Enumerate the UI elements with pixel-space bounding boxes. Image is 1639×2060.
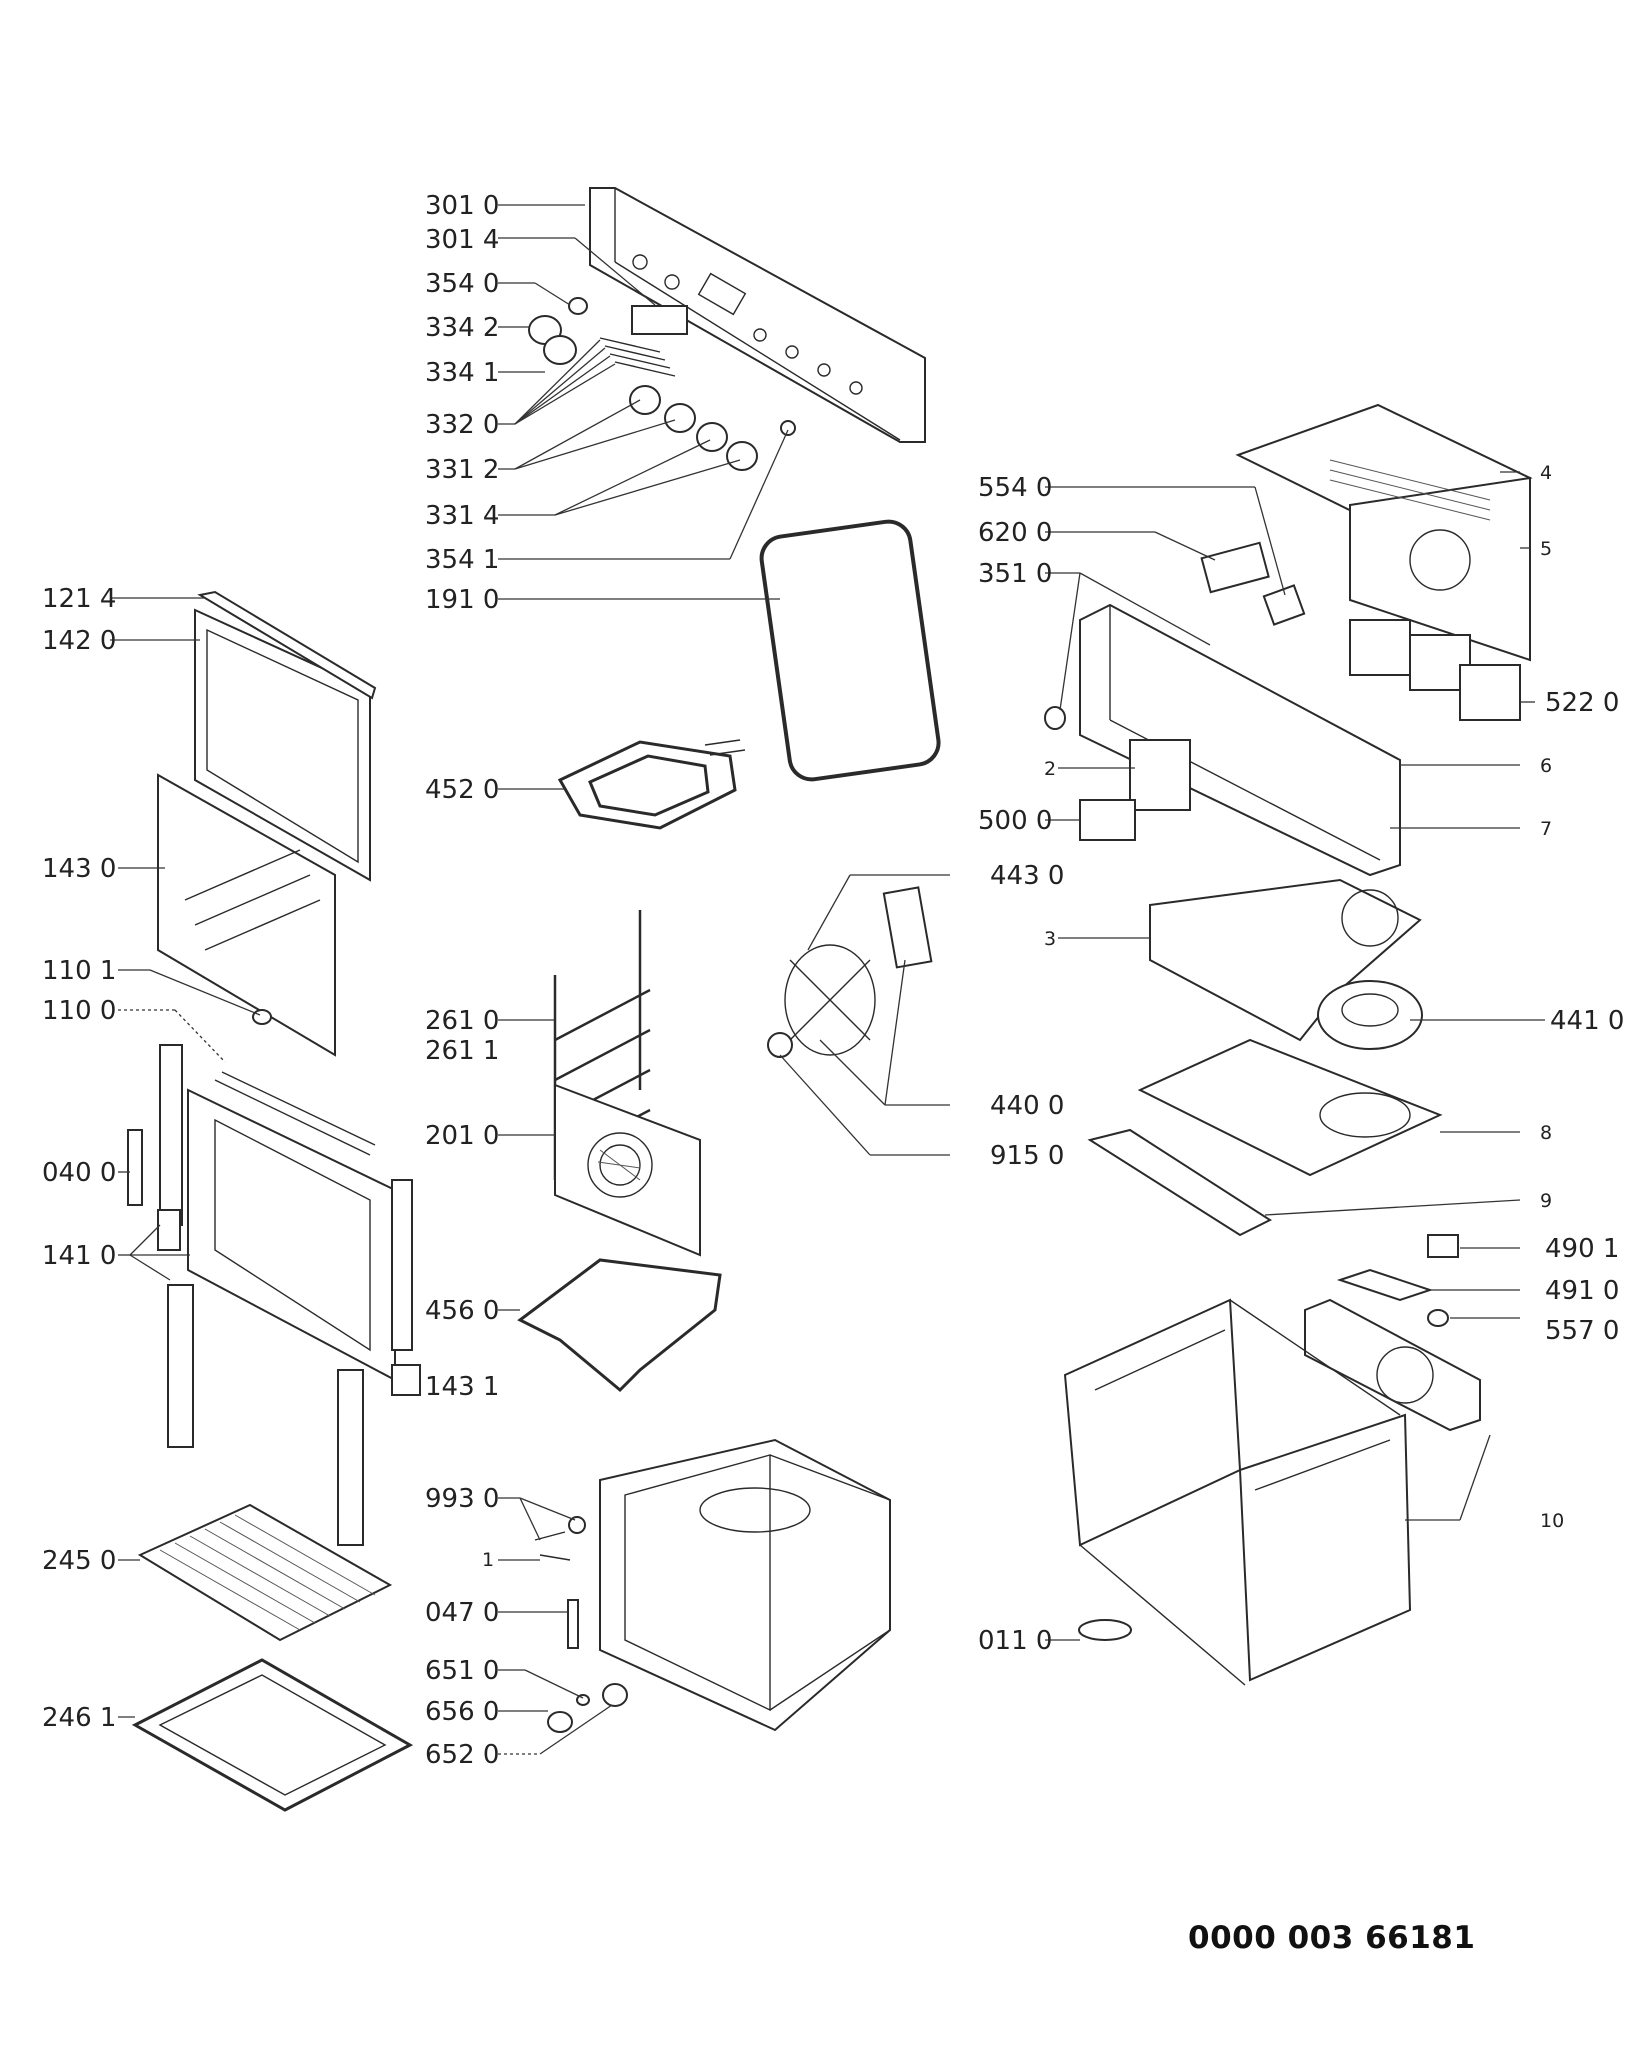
door-top-bar-part — [197, 590, 377, 700]
label-452-0: 452 0 — [425, 775, 499, 805]
timer-part — [1079, 799, 1136, 841]
label-332-0: 332 0 — [425, 410, 499, 440]
baking-tray-part — [131, 1658, 414, 1812]
label-443-0: 443 0 — [990, 861, 1064, 891]
control-panel-part — [589, 187, 926, 443]
label-334-2: 334 2 — [425, 313, 499, 343]
cooling-fan-part — [1317, 980, 1423, 1050]
outer-door-panel-part — [194, 608, 371, 882]
label-620-0: 620 0 — [978, 518, 1052, 548]
label-5: 5 — [1540, 538, 1552, 560]
screw-parts — [534, 1516, 628, 1733]
label-110-1: 110 1 — [42, 956, 116, 986]
label-522-0: 522 0 — [1545, 688, 1619, 718]
knob-331-part — [629, 385, 796, 471]
label-652-0: 652 0 — [425, 1740, 499, 1770]
oven-casing-part — [1063, 1298, 1412, 1686]
label-047-0: 047 0 — [425, 1598, 499, 1628]
label-491-0: 491 0 — [1545, 1276, 1619, 1306]
label-9: 9 — [1540, 1190, 1552, 1212]
top-cover-part — [1235, 403, 1533, 662]
label-261-1: 261 1 — [425, 1036, 499, 1066]
document-number: 0000 003 66181 — [1188, 1920, 1476, 1956]
small-button-part — [568, 297, 588, 315]
inner-door-frame-part — [187, 1071, 396, 1382]
door-side-trim-left — [167, 1284, 194, 1448]
label-2: 2 — [1044, 758, 1056, 780]
door-side-trim-right — [337, 1369, 364, 1546]
label-246-1: 246 1 — [42, 1703, 116, 1733]
label-456-0: 456 0 — [425, 1296, 499, 1326]
label-245-0: 245 0 — [42, 1546, 116, 1576]
knob-shafts-part — [599, 337, 676, 377]
label-8: 8 — [1540, 1122, 1552, 1144]
part-labels: 301 0 301 4 354 0 334 2 334 1 332 0 331 … — [42, 191, 1624, 1770]
knob-334-part — [528, 315, 577, 365]
label-354-1: 354 1 — [425, 545, 499, 575]
terminal-490-part — [1427, 1234, 1459, 1258]
label-121-4: 121 4 — [42, 584, 116, 614]
terminal-strip-part — [1336, 1268, 1434, 1302]
label-141-0: 141 0 — [42, 1241, 116, 1271]
label-201-0: 201 0 — [425, 1121, 499, 1151]
module-2-part — [1129, 739, 1191, 811]
fan-motor-part — [767, 886, 933, 1058]
label-6: 6 — [1540, 755, 1552, 777]
label-7: 7 — [1540, 818, 1552, 840]
label-10: 10 — [1540, 1510, 1564, 1532]
label-143-1: 143 1 — [425, 1372, 499, 1402]
label-3: 3 — [1044, 928, 1056, 950]
label-554-0: 554 0 — [978, 473, 1052, 503]
thermostat-557-part — [1427, 1309, 1449, 1327]
label-1: 1 — [482, 1549, 494, 1571]
label-656-0: 656 0 — [425, 1697, 499, 1727]
display-panel-part — [631, 305, 688, 335]
front-strip-part — [1087, 1128, 1273, 1237]
grill-element-part — [557, 739, 746, 830]
door-clip-part — [252, 1009, 272, 1025]
label-500-0: 500 0 — [978, 806, 1052, 836]
label-490-1: 490 1 — [1545, 1234, 1619, 1264]
leader-lines — [110, 204, 1545, 1755]
thermostat-part — [1262, 584, 1306, 626]
label-143-0: 143 0 — [42, 854, 116, 884]
label-331-2: 331 2 — [425, 455, 499, 485]
label-331-4: 331 4 — [425, 501, 499, 531]
switch-block-part — [1349, 619, 1521, 721]
label-351-0: 351 0 — [978, 559, 1052, 589]
label-301-0: 301 0 — [425, 191, 499, 221]
bottom-element-part — [517, 1258, 722, 1393]
label-110-0: 110 0 — [42, 996, 116, 1026]
label-354-0: 354 0 — [425, 269, 499, 299]
terminal-block-part — [1200, 541, 1270, 594]
label-441-0: 441 0 — [1550, 1006, 1624, 1036]
inner-glass-part — [157, 773, 336, 1057]
oven-rack-part — [137, 1503, 393, 1642]
label-651-0: 651 0 — [425, 1656, 499, 1686]
foot-part — [1078, 1619, 1132, 1641]
insulation-plate-part — [1137, 1038, 1443, 1177]
label-301-4: 301 4 — [425, 225, 499, 255]
label-993-0: 993 0 — [425, 1484, 499, 1514]
label-142-0: 142 0 — [42, 626, 116, 656]
rear-fan-cover-part — [554, 1083, 701, 1257]
label-557-0: 557 0 — [1545, 1316, 1619, 1346]
label-4: 4 — [1540, 462, 1552, 484]
label-191-0: 191 0 — [425, 585, 499, 615]
label-011-0: 011 0 — [978, 1626, 1052, 1656]
pin-part — [1044, 706, 1066, 730]
label-334-1: 334 1 — [425, 358, 499, 388]
door-hinge-part — [127, 1044, 421, 1396]
label-440-0: 440 0 — [990, 1091, 1064, 1121]
rear-panel-part — [1304, 1298, 1481, 1432]
label-915-0: 915 0 — [990, 1141, 1064, 1171]
oven-cavity-part — [599, 1438, 891, 1732]
label-040-0: 040 0 — [42, 1158, 116, 1188]
door-seal-part — [759, 519, 941, 782]
label-261-0: 261 0 — [425, 1006, 499, 1036]
